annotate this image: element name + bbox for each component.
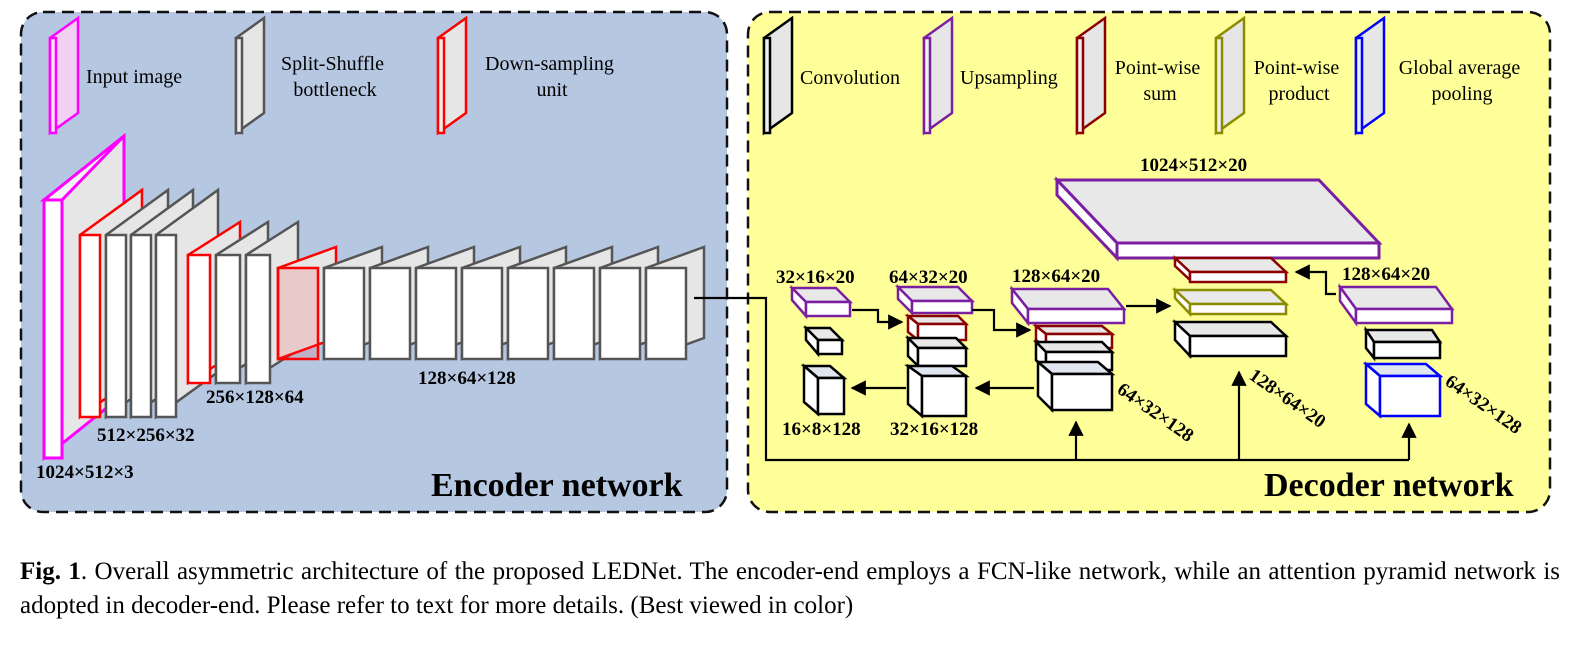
encoder-title: Encoder network	[431, 467, 683, 504]
decoder-branch-a	[788, 284, 854, 417]
decoder-output-slab	[1053, 176, 1383, 262]
decoder-branch-b	[894, 283, 976, 419]
legend-point-wise-product-swatch	[1214, 15, 1246, 136]
legend-convolution-label: Convolution	[800, 67, 900, 89]
legend-point-wise-sum-swatch	[1075, 15, 1107, 136]
decoder-title: Decoder network	[1264, 467, 1514, 504]
caption-label: Fig. 1	[20, 558, 81, 585]
dim-decoder-top: 1024×512×20	[1140, 155, 1247, 176]
architecture-diagram: Input image Split-Shuffle bottleneck Dow…	[19, 10, 1552, 514]
legend-input-image-swatch	[48, 15, 80, 136]
legend-down-sampling-swatch	[436, 15, 468, 136]
dim-input: 1024×512×3	[36, 462, 134, 483]
legend-upsampling-label: Upsampling	[960, 67, 1058, 89]
decoder-branch-c	[1009, 285, 1127, 414]
legend-point-wise-sum-label: Point-wise sum	[1115, 57, 1206, 105]
legend-convolution-swatch	[762, 15, 794, 136]
legend-split-shuffle-swatch	[234, 15, 266, 136]
dim-decoder-b: 64×32×20	[889, 267, 968, 288]
encoder-stage3-blocks	[276, 245, 706, 361]
caption-text: . Overall asymmetric architecture of the…	[20, 558, 1561, 619]
dim-stage3: 128×64×128	[418, 368, 516, 389]
legend-global-average-pooling-swatch	[1354, 15, 1386, 136]
connector-lines	[694, 264, 1417, 462]
dim-decoder-f: 32×16×128	[890, 419, 978, 440]
dim-stage2: 256×128×64	[206, 387, 304, 408]
legend-global-average-pooling-label: Global average pooling	[1399, 57, 1526, 105]
legend-input-image-label: Input image	[86, 66, 182, 88]
legend-split-shuffle-label: Split-Shuffle bottleneck	[281, 53, 389, 101]
figure-caption: Fig. 1. Overall asymmetric architecture …	[20, 555, 1560, 623]
dim-decoder-c: 128×64×20	[1012, 266, 1100, 287]
dim-decoder-d: 128×64×20	[1342, 264, 1430, 285]
decoder-central-stack	[1171, 255, 1290, 360]
dim-decoder-e: 16×8×128	[782, 419, 861, 440]
legend-down-sampling-label: Down-sampling unit	[485, 53, 619, 101]
decoder-branch-d	[1337, 283, 1455, 419]
legend-point-wise-product-label: Point-wise product	[1254, 57, 1345, 105]
dim-stage1: 512×256×32	[97, 425, 195, 446]
dim-decoder-a: 32×16×20	[776, 267, 855, 288]
legend-upsampling-swatch	[922, 15, 954, 136]
